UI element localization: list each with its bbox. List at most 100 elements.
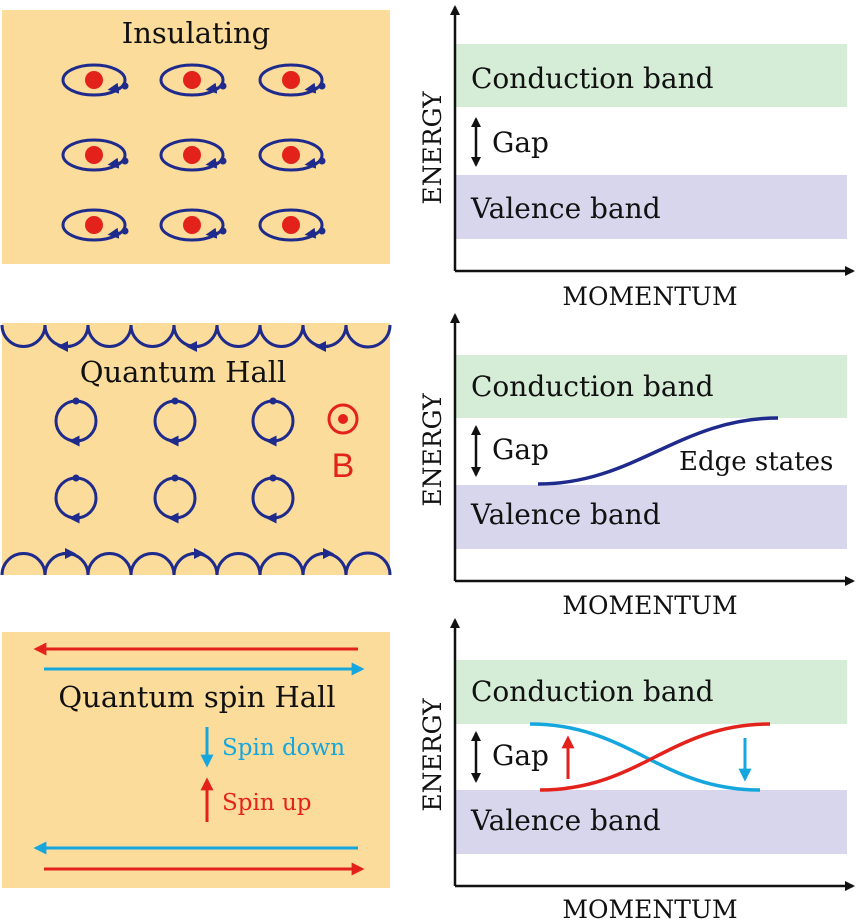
skipping-orbit-arc	[129, 552, 176, 576]
quantum-hall-band-plot: Conduction band Valence band Gap Edge st…	[418, 313, 855, 620]
electron-dot	[219, 157, 227, 165]
gap-label: Gap	[492, 739, 549, 772]
nucleus-dot	[282, 71, 300, 89]
valence-band-label: Valence band	[470, 804, 661, 837]
orbit-ellipse	[61, 138, 127, 172]
skipping-orbit-arc	[258, 552, 305, 576]
cyclotron-orbit	[153, 474, 197, 524]
spin-down-label: Spin down	[222, 735, 345, 761]
orbit-direction-arrow	[205, 227, 219, 239]
atom-orbit	[258, 138, 326, 172]
energy-axis-label: ENERGY	[418, 91, 447, 205]
cyclotron-orbit	[54, 397, 98, 447]
atom-orbit	[258, 208, 326, 242]
quantum-hall-title: Quantum Hall	[80, 355, 287, 389]
orbit-ellipse	[61, 63, 127, 97]
electron-dot	[121, 227, 129, 235]
energy-axis-label: ENERGY	[418, 393, 447, 507]
field-out-of-page-icon	[327, 403, 359, 435]
skipping-orbit-arc	[86, 324, 133, 348]
quantum-spin-hall-title: Quantum spin Hall	[58, 680, 335, 714]
atom-orbit	[61, 63, 129, 97]
orbit-ellipse	[159, 63, 225, 97]
cyclotron-orbit	[251, 397, 295, 447]
orbit-direction-arrow	[304, 157, 318, 169]
electron-dot	[171, 397, 179, 405]
quantum-spin-hall-background	[2, 632, 390, 888]
conduction-band-label: Conduction band	[471, 62, 714, 95]
electron-dot	[121, 157, 129, 165]
electron-dot	[318, 82, 326, 90]
edge-states-label: Edge states	[679, 447, 833, 477]
orbit-direction-arrow	[304, 82, 318, 94]
orbit-direction-arrow	[205, 82, 219, 94]
orbit-ellipse	[258, 63, 324, 97]
skipping-orbit-arc	[258, 324, 305, 348]
electron-dot	[269, 474, 277, 482]
electron-dot	[72, 474, 80, 482]
electron-dot	[318, 227, 326, 235]
cyclotron-orbit	[153, 397, 197, 447]
quantum-hall-panel: Quantum Hall B	[0, 323, 392, 576]
cyclotron-orbit	[251, 474, 295, 524]
skipping-orbit-arc	[344, 324, 392, 349]
atom-orbit	[61, 138, 129, 172]
orbit-ellipse	[258, 208, 324, 242]
atom-orbit	[159, 138, 227, 172]
orbit-direction-arrow	[107, 82, 121, 94]
orbit-ellipse	[159, 138, 225, 172]
electron-dot	[219, 82, 227, 90]
spin-up-label: Spin up	[222, 790, 312, 816]
nucleus-dot	[85, 216, 103, 234]
momentum-axis-label: MOMENTUM	[562, 895, 737, 921]
orbit-direction-arrow	[107, 157, 121, 169]
electron-dot	[269, 397, 277, 405]
quantum-hall-background	[2, 323, 390, 575]
nucleus-dot	[282, 216, 300, 234]
skipping-orbit-arc	[215, 552, 262, 576]
cyclotron-orbit	[54, 474, 98, 524]
conduction-band	[455, 355, 847, 418]
valence-band-label: Valence band	[470, 498, 661, 531]
atom-orbit	[258, 63, 326, 97]
insulating-title: Insulating	[122, 16, 270, 50]
electron-orbit-grid	[61, 63, 326, 242]
quantum-spin-hall-band-plot: Conduction band Valence band Gap ENERGY …	[418, 618, 855, 921]
atom-orbit	[159, 63, 227, 97]
skipping-orbit-arc	[0, 552, 47, 576]
skipping-orbit-arc	[129, 324, 176, 348]
valence-band	[455, 175, 847, 239]
gap-label: Gap	[492, 433, 549, 466]
electron-dot	[121, 82, 129, 90]
conduction-band-label: Conduction band	[471, 370, 714, 403]
electron-dot	[318, 157, 326, 165]
valence-band-label: Valence band	[470, 192, 661, 225]
atom-orbit	[159, 208, 227, 242]
nucleus-dot	[183, 146, 201, 164]
cyclotron-orbit-grid	[54, 397, 295, 524]
quantum-spin-hall-panel: Quantum spin Hall Spin down Spin up	[2, 632, 390, 888]
nucleus-dot	[85, 146, 103, 164]
insulating-panel: Insulating	[2, 10, 390, 264]
valence-band	[455, 790, 847, 854]
nucleus-dot	[85, 71, 103, 89]
atom-orbit	[61, 208, 129, 242]
orbit-ellipse	[258, 138, 324, 172]
momentum-axis-label: MOMENTUM	[562, 282, 737, 311]
field-dot-icon	[338, 414, 348, 424]
conduction-band-label: Conduction band	[471, 675, 714, 708]
bottom-edge-skipping-orbits	[0, 548, 392, 576]
orbit-ellipse	[61, 208, 127, 242]
nucleus-dot	[183, 71, 201, 89]
skipping-orbit-arc	[344, 551, 392, 576]
orbit-ellipse	[159, 208, 225, 242]
momentum-axis-label: MOMENTUM	[562, 591, 737, 620]
field-label: B	[332, 447, 355, 485]
spin-up-edge-curve	[539, 722, 771, 792]
orbit-direction-arrow	[107, 227, 121, 239]
electron-dot	[219, 227, 227, 235]
orbit-direction-arrow	[205, 157, 219, 169]
skipping-orbit-arc	[0, 324, 47, 348]
